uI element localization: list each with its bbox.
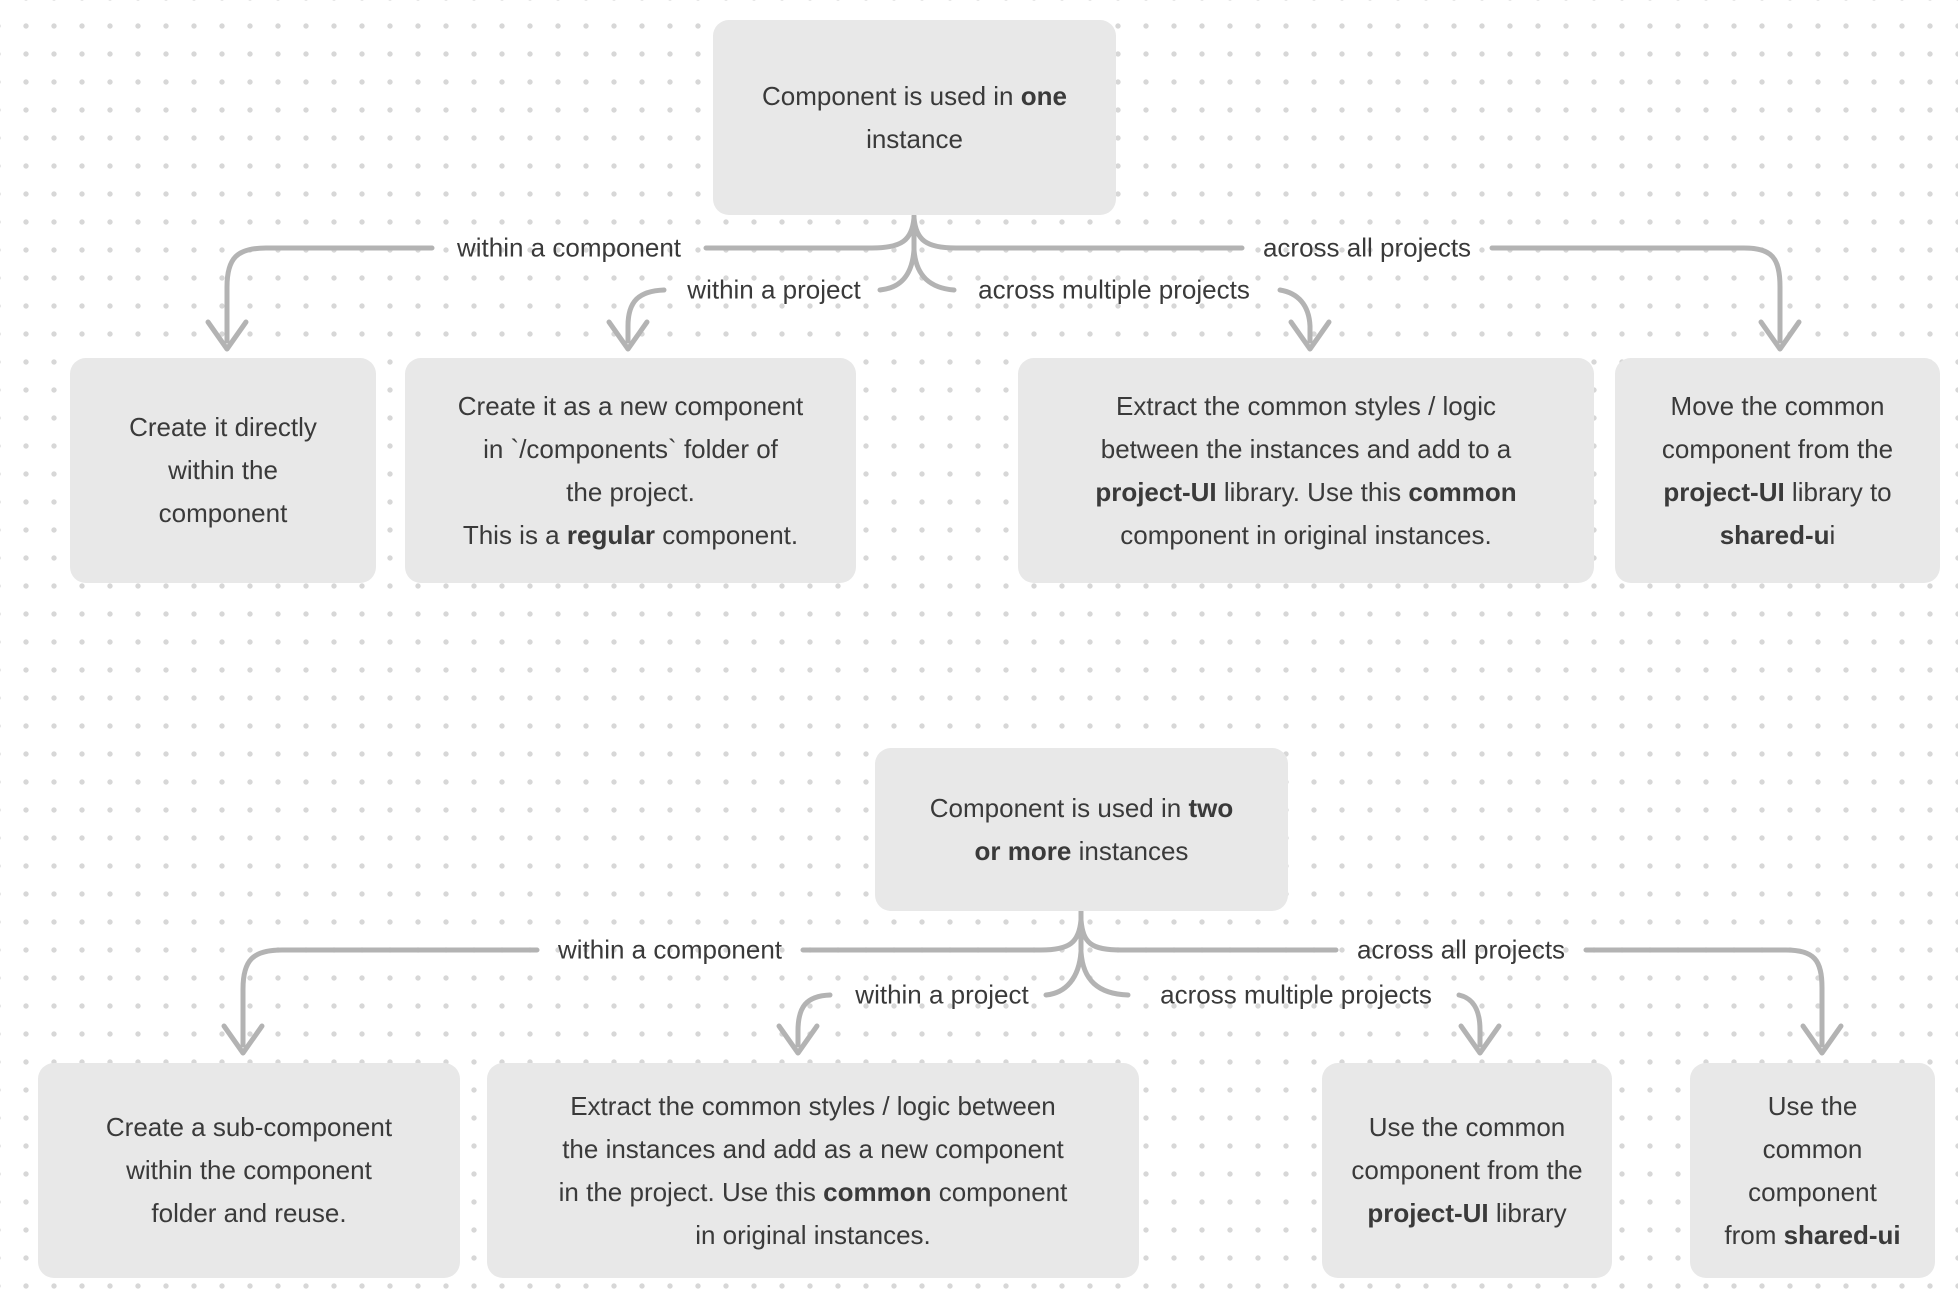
bottom-arrow-across-all <box>1583 947 1825 1048</box>
bottom-arrow-within-component <box>240 947 540 1048</box>
top-arrow-within-project <box>625 287 667 344</box>
top-arrowhead-across-multiple <box>1288 319 1332 352</box>
bottom-arrow-within-project <box>795 992 833 1048</box>
bottom-arrow-across-multiple <box>1456 992 1483 1048</box>
bottom-arrowhead-within-component <box>221 1023 265 1056</box>
top-level1-right-segment <box>911 215 1245 251</box>
label-top-within-a-component: within a component <box>456 232 682 263</box>
bottom-arrowhead-within-project <box>776 1023 820 1056</box>
bottom-level1-left-segment <box>800 917 1084 953</box>
label-top-across-all-projects: across all projects <box>1262 232 1472 263</box>
label-bottom-within-a-project: within a project <box>855 979 1029 1010</box>
top-arrowhead-across-all <box>1758 319 1802 352</box>
outcome-text: Extract the common styles / logic betwee… <box>558 1090 1068 1250</box>
bottom-level1-right-segment <box>1078 917 1339 953</box>
label-bottom-across-multiple-projects: across multiple projects <box>1160 979 1432 1010</box>
top-level1-left-segment <box>703 215 917 251</box>
bottom-level2-right-flare <box>1078 949 1131 998</box>
bottom-level2-left-flare <box>1043 949 1084 998</box>
top-arrow-across-multiple <box>1277 287 1313 344</box>
label-bottom-across-all-projects: across all projects <box>1356 934 1566 965</box>
label-top-within-a-project: within a project <box>687 274 861 305</box>
top-level2-right-flare <box>911 247 957 293</box>
bottom-arrowhead-across-all <box>1800 1023 1844 1056</box>
top-level2-left-flare <box>877 247 917 293</box>
top-arrowhead-within-project <box>606 319 650 352</box>
label-top-across-multiple-projects: across multiple projects <box>978 274 1250 305</box>
bottom-arrowhead-across-multiple <box>1458 1023 1502 1056</box>
outcome-extract-new-component-in-project: Extract the common styles / logic betwee… <box>487 1063 1139 1278</box>
top-arrowhead-within-component <box>205 319 249 352</box>
label-bottom-within-a-component: within a component <box>557 934 783 965</box>
top-arrow-within-component <box>224 245 435 344</box>
top-arrow-across-all <box>1489 245 1783 344</box>
